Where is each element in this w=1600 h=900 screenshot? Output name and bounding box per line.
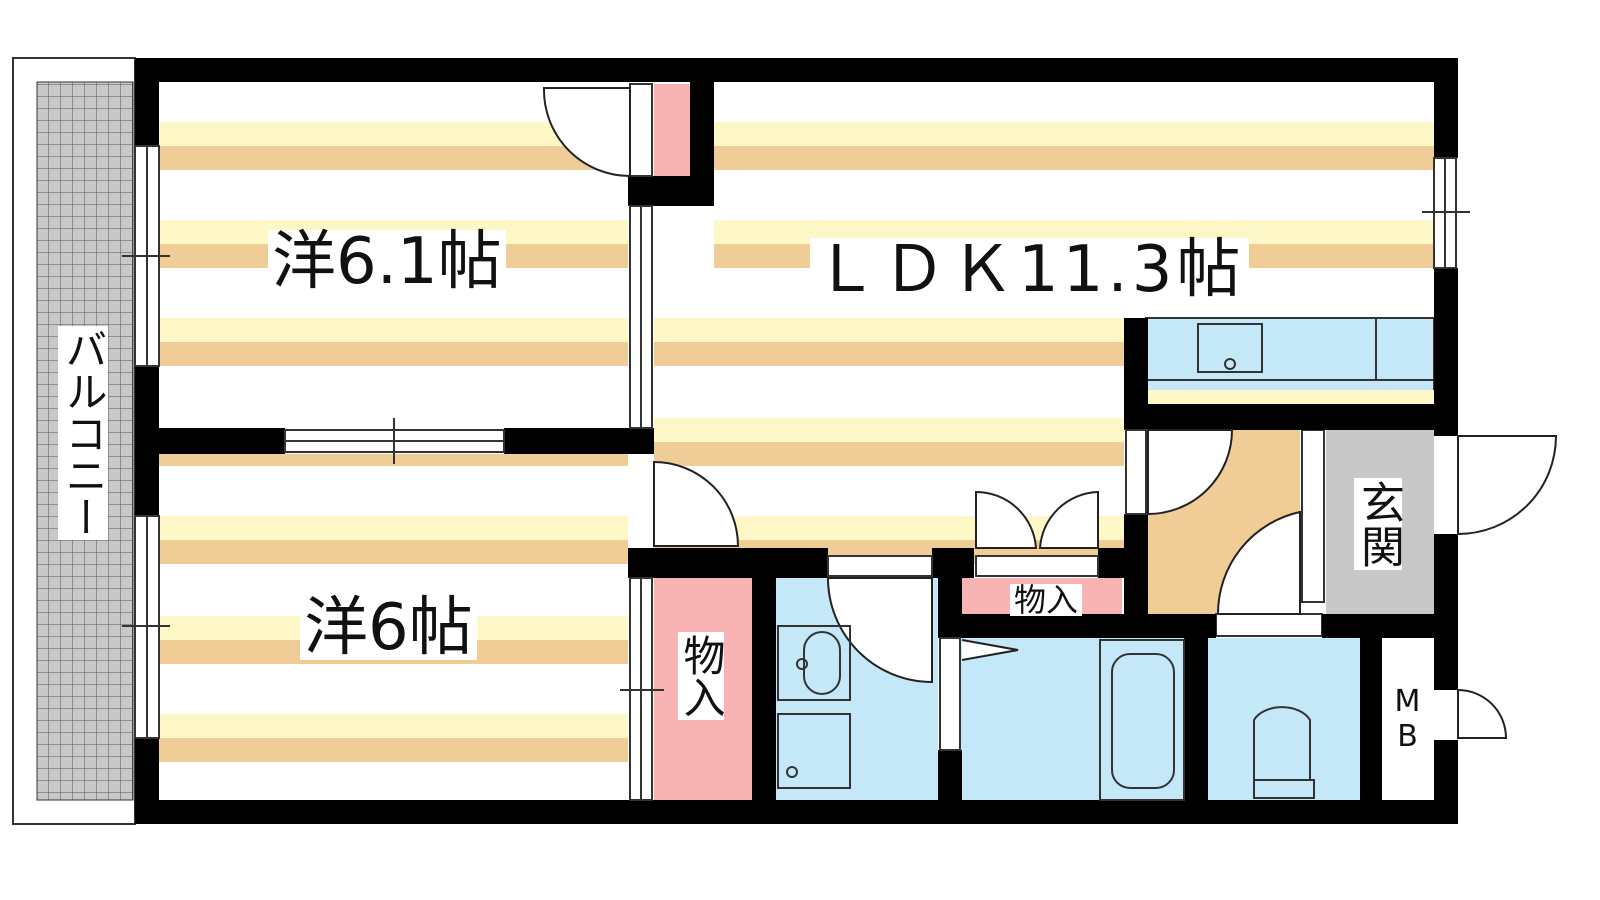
- floor-stripe: [159, 146, 628, 170]
- floor-stripe: [159, 122, 628, 146]
- sink: [1197, 323, 1263, 373]
- floor-stripe: [159, 714, 628, 738]
- floor-stripe: [654, 418, 1124, 442]
- floor-stripe: [654, 442, 1124, 466]
- closet-horizontal-label: 物入: [1010, 584, 1083, 616]
- floor-stripe: [714, 122, 1434, 146]
- toilet: [1208, 638, 1360, 800]
- floor-stripe: [714, 146, 1434, 170]
- ldk-label: ＬＤＫ11.3帖: [810, 238, 1249, 302]
- door-swings: [542, 87, 1558, 739]
- fixtures: [777, 625, 1315, 801]
- floor-stripe: [159, 318, 628, 342]
- floor-stripe: [654, 318, 1124, 342]
- bathroom: [960, 638, 1184, 800]
- walls: [135, 58, 1458, 824]
- floor-stripe: [159, 540, 628, 564]
- meter-box: [1382, 638, 1434, 800]
- room-west-lower-label: 洋6帖: [300, 596, 477, 660]
- floor-stripe: [159, 738, 628, 762]
- meter-box-label: MB: [1390, 684, 1425, 754]
- closet-small: [654, 84, 690, 180]
- kitchen-counter: [1145, 317, 1435, 405]
- entrance-label: 玄関: [1353, 478, 1404, 570]
- floor-stripe: [159, 516, 628, 540]
- floor-stripe: [159, 342, 628, 366]
- balcony-label: バルコニー: [58, 326, 108, 540]
- closet-vertical-label: 物入: [677, 632, 726, 720]
- room-west-upper-label: 洋6.1帖: [268, 230, 506, 294]
- floor-stripe: [654, 342, 1124, 366]
